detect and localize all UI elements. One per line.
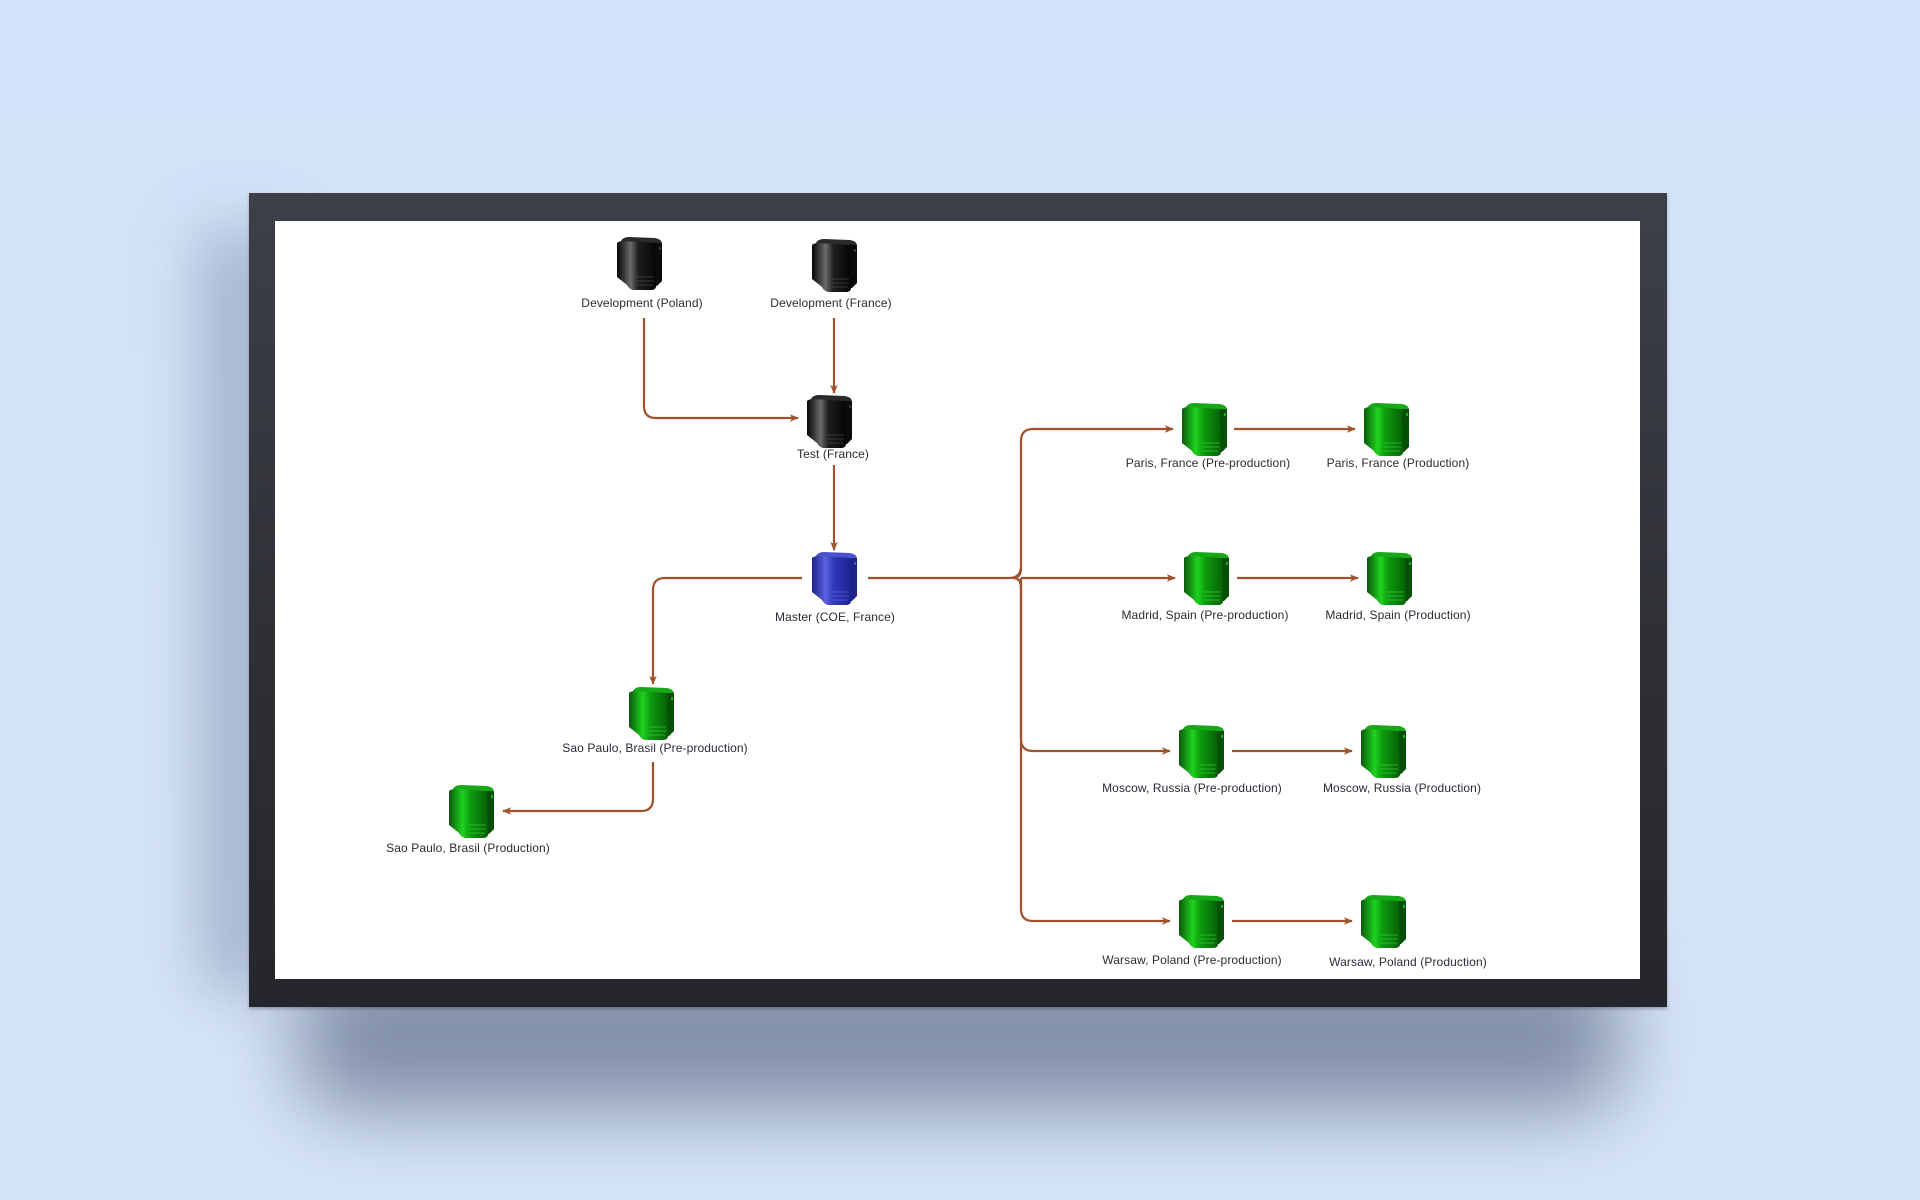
node-label-madrid-prod: Madrid, Spain (Production)	[1325, 608, 1471, 622]
node-label-warsaw-prod: Warsaw, Poland (Production)	[1329, 955, 1487, 969]
edge-master-to-moscow-pre	[1019, 578, 1171, 755]
server-icon[interactable]	[1361, 725, 1406, 778]
node-label-dev-poland: Development (Poland)	[581, 296, 703, 310]
edges-layer	[502, 318, 1359, 925]
node-label-dev-france: Development (France)	[770, 296, 892, 310]
node-label-sp-prod: Sao Paulo, Brasil (Production)	[386, 841, 550, 855]
node-label-sp-pre: Sao Paulo, Brasil (Pre-production)	[562, 741, 748, 755]
edge-sp-pre-to-sp-prod	[502, 762, 655, 815]
node-label-paris-pre: Paris, France (Pre-production)	[1125, 456, 1291, 470]
server-icon[interactable]	[807, 395, 852, 448]
edge-dev-poland-to-test-france	[642, 318, 799, 422]
server-icon[interactable]	[629, 687, 674, 740]
nodes-layer	[449, 237, 1412, 948]
edge-master-to-paris-pre	[868, 425, 1174, 580]
node-label-madrid-pre: Madrid, Spain (Pre-production)	[1121, 608, 1289, 622]
node-label-moscow-prod: Moscow, Russia (Production)	[1322, 781, 1482, 795]
server-icon[interactable]	[1367, 552, 1412, 605]
server-icon[interactable]	[812, 239, 857, 292]
server-icon[interactable]	[449, 785, 494, 838]
node-label-moscow-pre: Moscow, Russia (Pre-production)	[1102, 781, 1282, 795]
diagram-canvas: Development (Poland) Development (France)…	[275, 221, 1640, 979]
edge-master-to-sp-pre	[649, 576, 802, 685]
server-icon[interactable]	[812, 552, 857, 605]
edge-master-to-warsaw-pre	[1019, 578, 1171, 925]
deployment-diagram	[449, 237, 1412, 948]
node-label-master: Master (COE, France)	[774, 610, 896, 624]
node-label-warsaw-pre: Warsaw, Poland (Pre-production)	[1102, 953, 1282, 967]
node-label-test-france: Test (France)	[797, 447, 869, 461]
branch-junction	[1012, 567, 1023, 589]
server-icon[interactable]	[1184, 552, 1229, 605]
server-icon[interactable]	[1182, 403, 1227, 456]
server-icon[interactable]	[1179, 725, 1224, 778]
server-icon[interactable]	[1179, 895, 1224, 948]
server-icon[interactable]	[1361, 895, 1406, 948]
server-icon[interactable]	[1364, 403, 1409, 456]
node-label-paris-prod: Paris, France (Production)	[1326, 456, 1470, 470]
server-icon[interactable]	[617, 237, 662, 290]
